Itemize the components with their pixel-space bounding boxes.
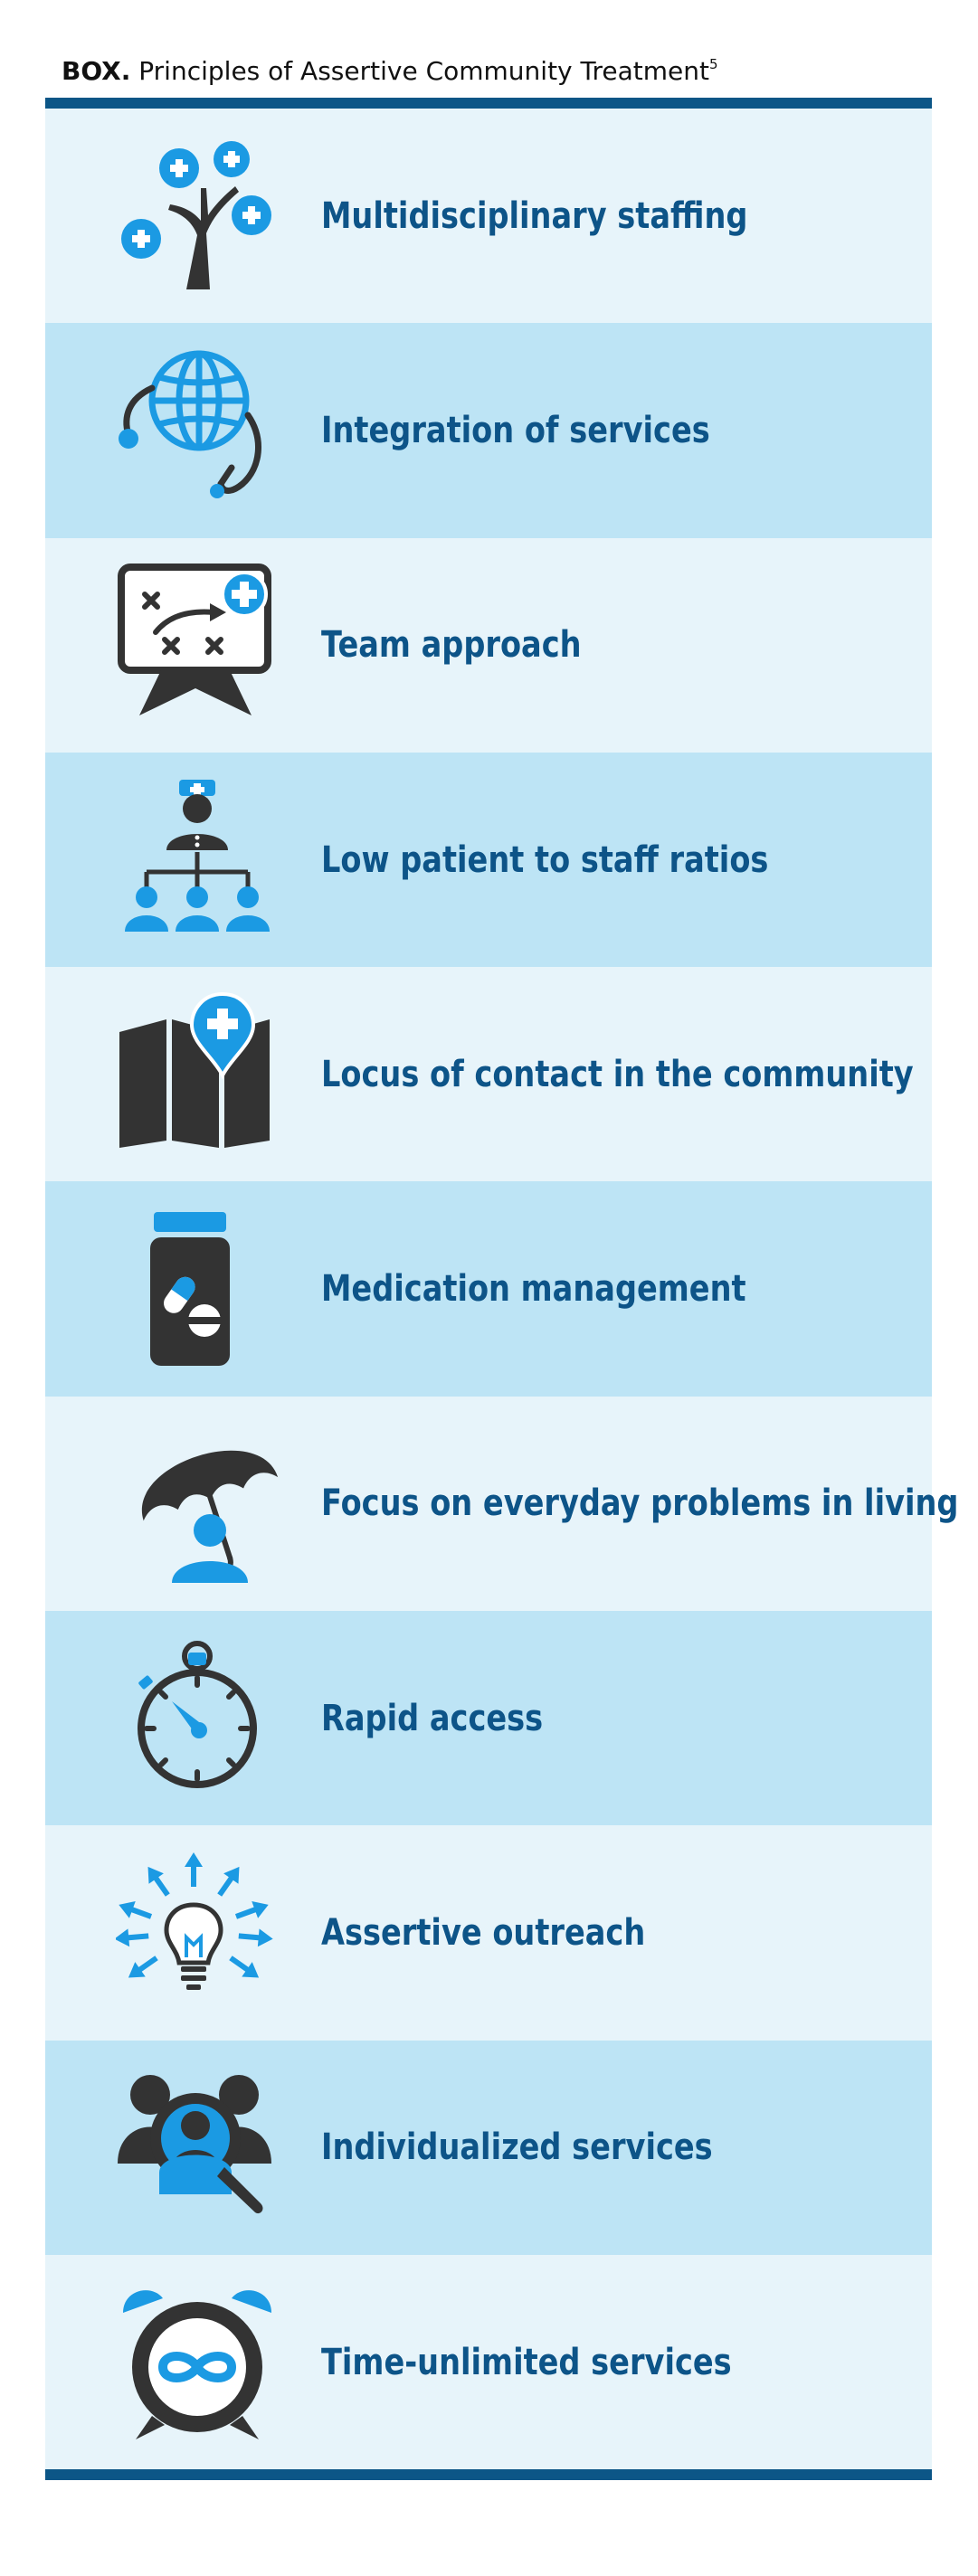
- magnifier-people-icon: [116, 2066, 279, 2229]
- infinity-clock-icon: [116, 2280, 279, 2443]
- principle-label: Assertive outreach: [321, 1912, 646, 1955]
- principle-row-multidisciplinary-staffing: Multidisciplinary staffing: [45, 109, 932, 324]
- nurse-hierarchy-icon: [116, 778, 279, 941]
- principle-row-medication-management: Medication management: [45, 1181, 932, 1397]
- map-pin-icon: [116, 992, 279, 1155]
- tree-gears-icon: [116, 134, 279, 297]
- principle-row-assertive-outreach: Assertive outreach: [45, 1825, 932, 2041]
- lightbulb-arrows-icon: [116, 1851, 279, 2013]
- principle-label: Medication management: [321, 1268, 746, 1311]
- principle-label: Time-unlimited services: [321, 2341, 732, 2383]
- principle-row-locus-of-contact: Locus of contact in the community: [45, 967, 932, 1182]
- bottom-rule: [45, 2469, 932, 2480]
- principle-label: Multidisciplinary staffing: [321, 194, 748, 237]
- principle-row-low-patient-to-staff-ratios: Low patient to staff ratios: [45, 752, 932, 968]
- principle-row-time-unlimited-services: Time-unlimited services: [45, 2254, 932, 2470]
- principle-row-rapid-access: Rapid access: [45, 1611, 932, 1826]
- principle-label: Locus of contact in the community: [321, 1053, 914, 1095]
- principle-label: Team approach: [321, 624, 582, 667]
- principle-label: Individualized services: [321, 2126, 713, 2169]
- umbrella-person-icon: [116, 1422, 279, 1585]
- box-label: BOX.: [62, 56, 131, 86]
- box-header: BOX. Principles of Assertive Community T…: [62, 56, 718, 86]
- pill-bottle-icon: [116, 1207, 279, 1369]
- box-title: Principles of Assertive Community Treatm…: [138, 56, 709, 86]
- stopwatch-icon: [116, 1636, 279, 1799]
- principle-row-team-approach: Team approach: [45, 537, 932, 753]
- reference-superscript: 5: [709, 56, 718, 72]
- principle-label: Focus on everyday problems in living: [321, 1482, 959, 1525]
- globe-stethoscope-icon: [116, 348, 279, 511]
- principle-row-individualized-services: Individualized services: [45, 2040, 932, 2255]
- principle-row-integration-of-services: Integration of services: [45, 323, 932, 538]
- strategy-board-icon: [116, 563, 279, 726]
- principles-list: Multidisciplinary staffing: [45, 109, 958, 2470]
- principle-row-focus-on-everyday-problems: Focus on everyday problems in living: [45, 1396, 958, 1612]
- top-rule: [45, 98, 932, 109]
- principle-label: Low patient to staff ratios: [321, 838, 769, 881]
- principle-label: Integration of services: [321, 409, 710, 451]
- principle-label: Rapid access: [321, 1697, 544, 1739]
